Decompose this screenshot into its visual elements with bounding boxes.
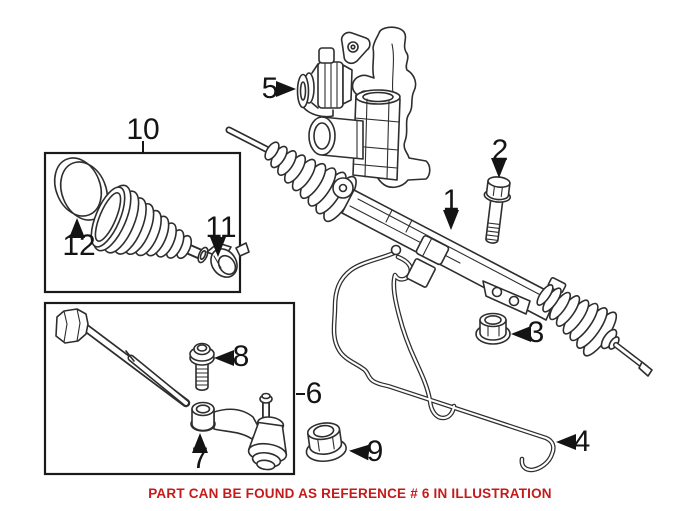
callout-arrows bbox=[69, 81, 576, 461]
boot-clamp-11 bbox=[206, 242, 250, 278]
outer-tie-rod-end bbox=[190, 392, 288, 471]
callout-2: 2 bbox=[491, 134, 509, 167]
right-bellows bbox=[536, 284, 618, 357]
tube-clamp bbox=[415, 235, 450, 266]
lower-tab bbox=[406, 258, 436, 288]
bolt-8 bbox=[189, 342, 215, 391]
pinion-boss bbox=[332, 177, 354, 199]
callout-11: 11 bbox=[205, 211, 237, 244]
callout-12: 12 bbox=[62, 229, 96, 262]
nut-3 bbox=[475, 312, 511, 345]
callout-9: 9 bbox=[366, 435, 384, 468]
callout-1: 1 bbox=[442, 184, 460, 217]
callout-4: 4 bbox=[573, 425, 591, 458]
callout-6: 6 bbox=[305, 377, 323, 410]
callout-10: 10 bbox=[126, 113, 160, 146]
group-box-6 bbox=[43, 301, 296, 476]
callout-3: 3 bbox=[527, 316, 545, 349]
reference-note: PART CAN BE FOUND AS REFERENCE # 6 IN IL… bbox=[148, 486, 552, 501]
line-fitting bbox=[390, 244, 402, 256]
steering-rack-assembly bbox=[225, 26, 653, 377]
steering-boot bbox=[90, 184, 209, 264]
callout-8: 8 bbox=[232, 340, 250, 373]
rack-tube bbox=[341, 189, 558, 321]
callout-5: 5 bbox=[261, 72, 279, 105]
inner-tie-rod bbox=[55, 308, 191, 408]
callout-7: 7 bbox=[191, 442, 209, 475]
bolt-2 bbox=[483, 176, 511, 244]
nut-9 bbox=[305, 422, 347, 463]
sensor-unit bbox=[296, 47, 353, 118]
